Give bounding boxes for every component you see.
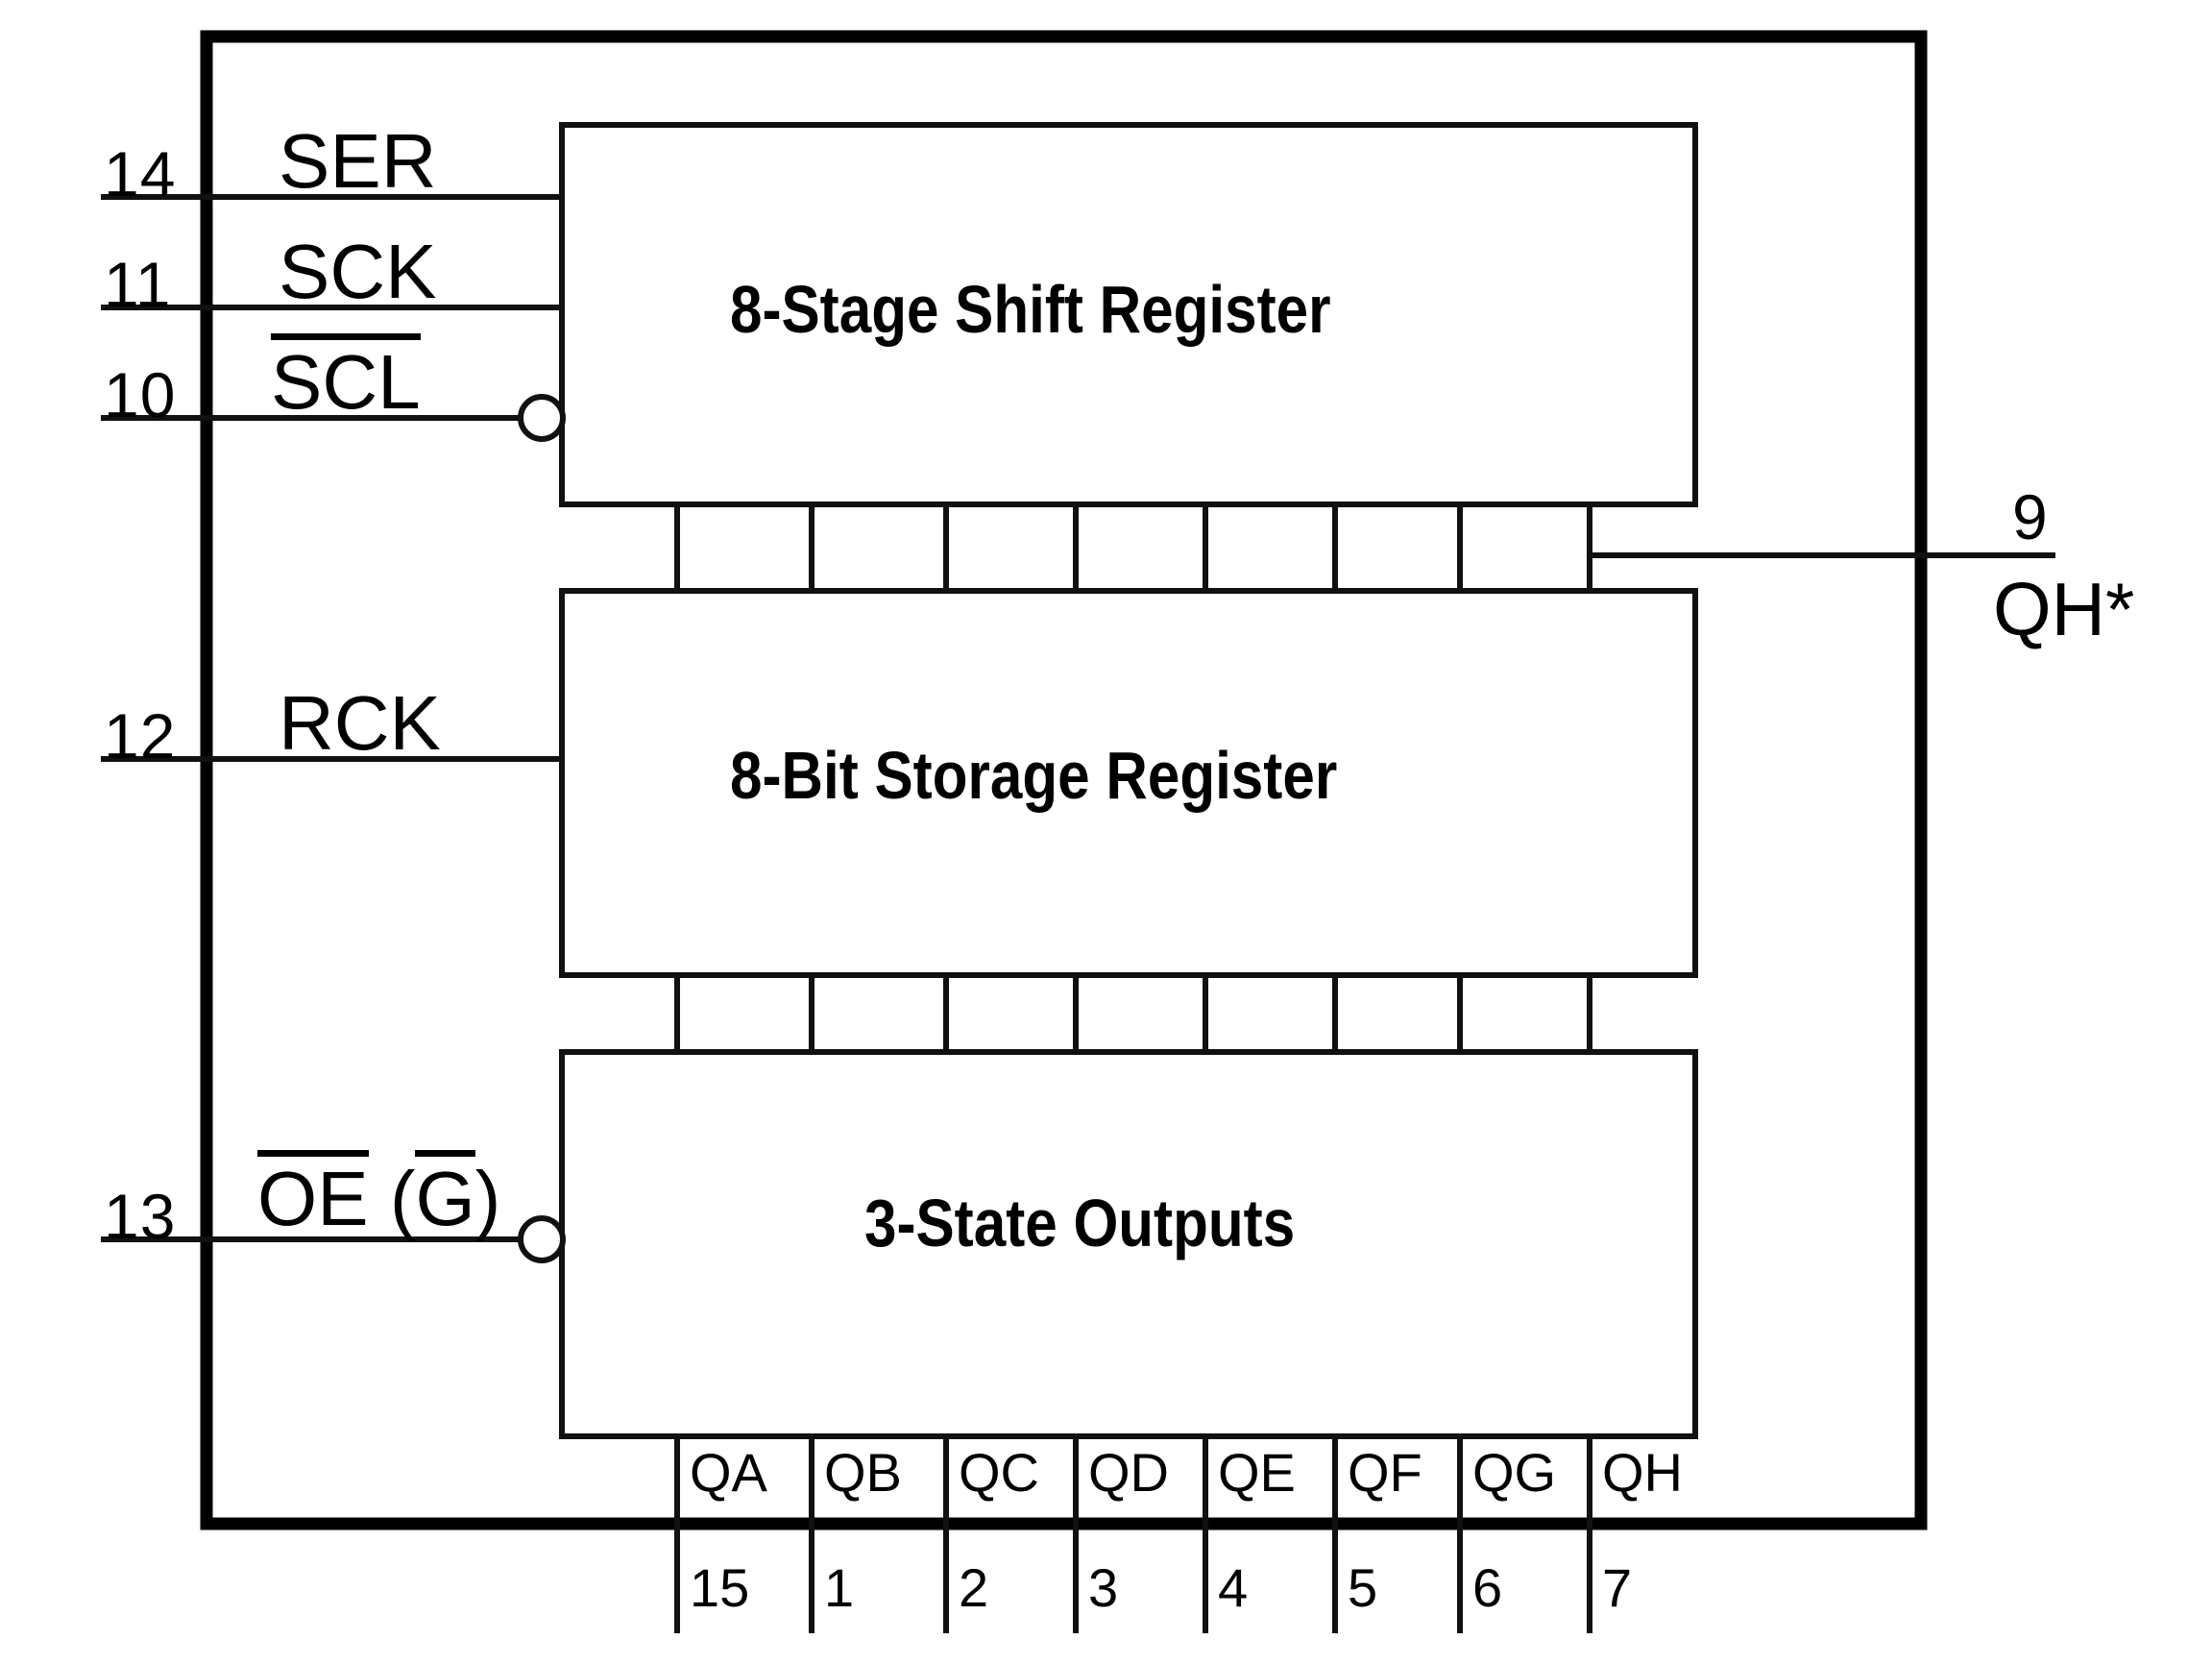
storage-register-block bbox=[559, 588, 1698, 978]
signal-label-scl: SCL bbox=[271, 332, 421, 425]
pin-number-ser: 14 bbox=[104, 138, 177, 209]
output-pin-number-qd: 3 bbox=[1088, 1557, 1119, 1618]
output-label-qh: QH bbox=[1602, 1442, 1683, 1503]
pin-number-scl: 10 bbox=[104, 359, 177, 430]
ic-package-outline bbox=[200, 30, 1928, 1530]
output-label-qe: QE bbox=[1218, 1442, 1296, 1503]
overline-g: G bbox=[415, 1149, 475, 1241]
output-label-qg: QG bbox=[1472, 1442, 1557, 1503]
output-pin-number-qa: 15 bbox=[690, 1557, 750, 1618]
inversion-bubble-scl bbox=[518, 394, 566, 442]
overline-oe: OE bbox=[257, 1149, 369, 1241]
oe-space bbox=[369, 1156, 390, 1241]
output-label-qc: QC bbox=[959, 1442, 1039, 1503]
pin-number-qh-serial: 9 bbox=[2012, 481, 2048, 552]
output-pin-number-qe: 4 bbox=[1218, 1557, 1249, 1618]
pin-number-oe: 13 bbox=[104, 1181, 177, 1252]
oe-paren-open: ( bbox=[389, 1156, 416, 1241]
output-pin-number-qc: 2 bbox=[959, 1557, 989, 1618]
output-pin-number-qb: 1 bbox=[824, 1557, 855, 1618]
output-label-qd: QD bbox=[1088, 1442, 1169, 1503]
output-pin-number-qh: 7 bbox=[1602, 1557, 1633, 1618]
output-label-qb: QB bbox=[824, 1442, 902, 1503]
signal-label-ser: SER bbox=[279, 118, 437, 204]
block-title-shift-register: 8-Stage Shift Register bbox=[730, 272, 1331, 347]
signal-label-sck: SCK bbox=[279, 229, 437, 314]
output-pin-number-qf: 5 bbox=[1348, 1557, 1378, 1618]
signal-label-oe: OE (G) bbox=[257, 1149, 500, 1241]
shift-register-block bbox=[559, 122, 1698, 507]
oe-paren-close: ) bbox=[474, 1156, 501, 1241]
signal-label-rck: RCK bbox=[279, 680, 441, 766]
output-pin-lines bbox=[674, 1436, 1592, 1633]
pin-number-sck: 11 bbox=[104, 249, 172, 320]
bus-storage-to-tristate bbox=[674, 975, 1592, 1052]
bus-shift-to-storage bbox=[674, 504, 1592, 591]
overline-scl: SCL bbox=[271, 332, 421, 425]
block-title-tristate-outputs: 3-State Outputs bbox=[864, 1186, 1296, 1260]
block-title-storage-register: 8-Bit Storage Register bbox=[730, 738, 1338, 813]
output-pin-number-qg: 6 bbox=[1472, 1557, 1503, 1618]
output-label-qf: QF bbox=[1348, 1442, 1422, 1503]
signal-label-qh-serial: QH* bbox=[1993, 567, 2135, 651]
inversion-bubble-oe bbox=[518, 1215, 566, 1263]
pin-number-rck: 12 bbox=[104, 700, 177, 771]
output-label-qa: QA bbox=[690, 1442, 767, 1503]
